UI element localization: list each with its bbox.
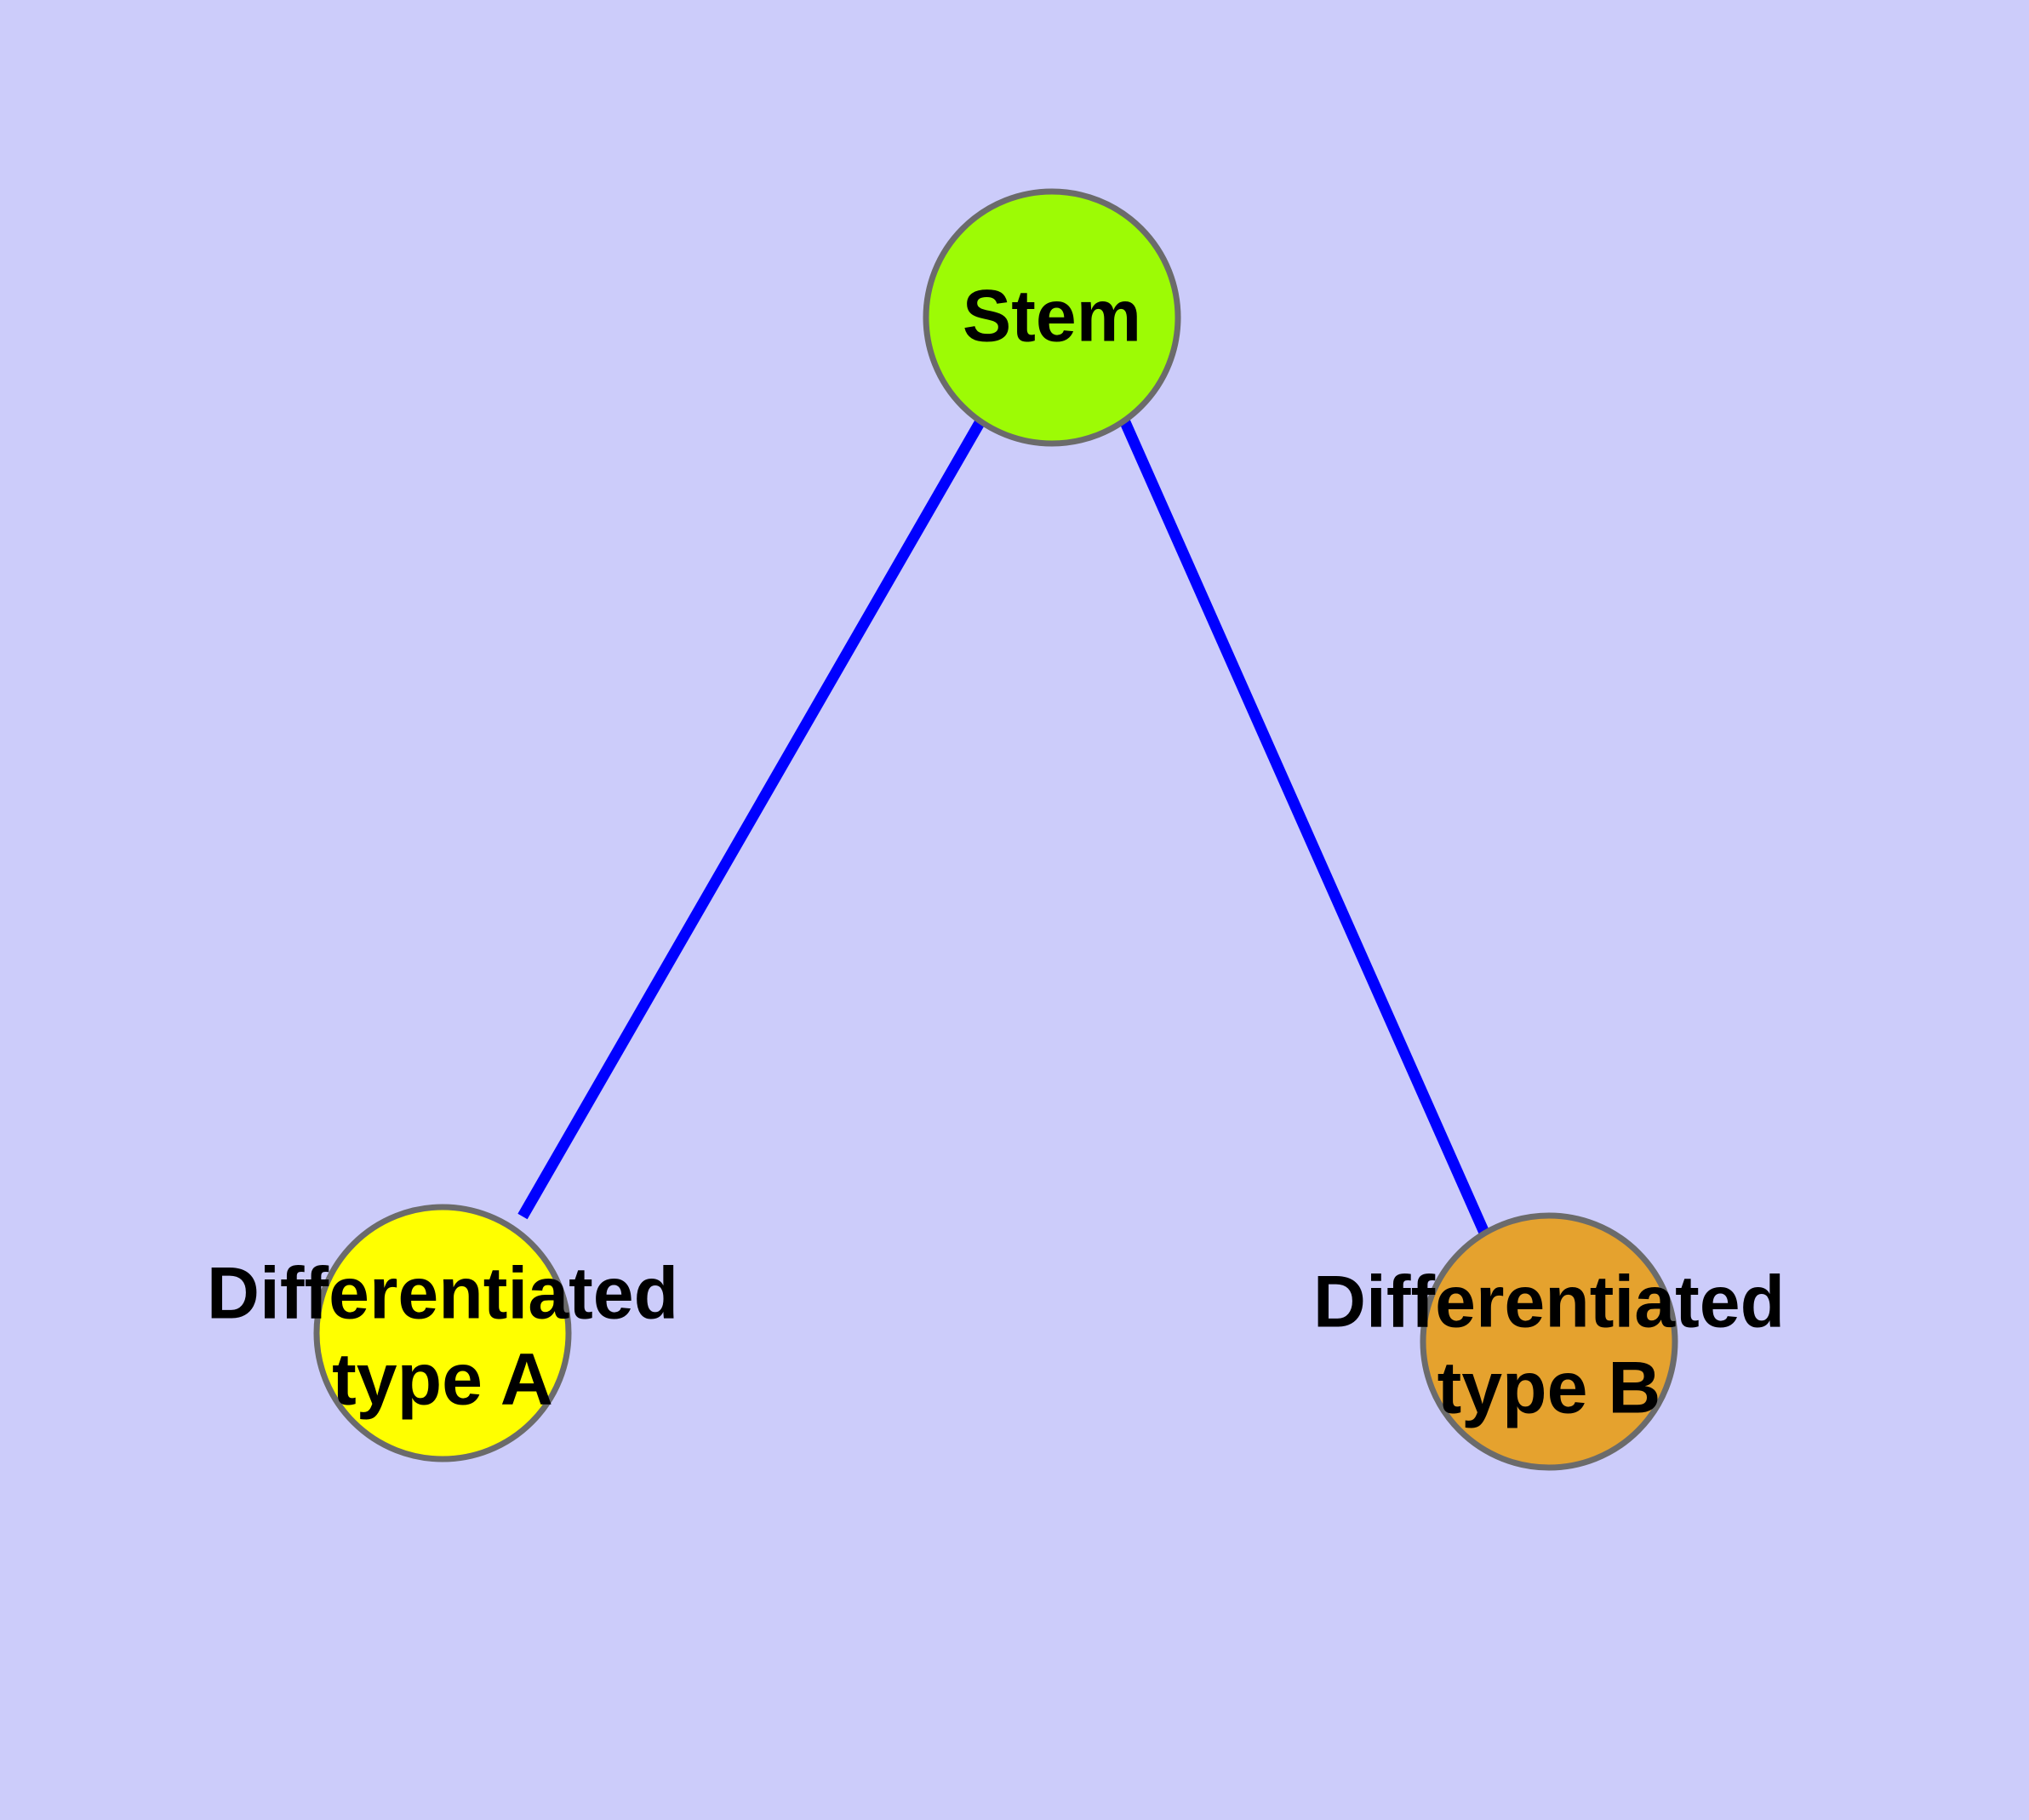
node-stem-label: Stem	[963, 276, 1141, 358]
node-differentiated-a-label-line2: type A	[332, 1339, 553, 1421]
label-layer: Stem Differentiated type A Differentiate…	[207, 276, 1785, 1429]
edge-stem-to-differentiated-a[interactable]	[517, 418, 986, 1220]
edge-layer	[517, 418, 1489, 1235]
node-differentiated-a[interactable]	[313, 1204, 572, 1462]
node-differentiated-b-circle[interactable]	[1420, 1212, 1678, 1471]
node-differentiated-b-label-line2: type B	[1437, 1348, 1661, 1429]
node-differentiated-a-label-line1: Differentiated	[207, 1253, 678, 1335]
edge-stem-to-differentiated-b[interactable]	[1120, 420, 1489, 1235]
node-stem-circle[interactable]	[923, 188, 1181, 447]
node-differentiated-a-circle[interactable]	[313, 1204, 572, 1462]
node-stem[interactable]	[923, 188, 1181, 447]
node-differentiated-b[interactable]	[1420, 1212, 1678, 1471]
node-differentiated-b-label-line1: Differentiated	[1313, 1262, 1785, 1343]
